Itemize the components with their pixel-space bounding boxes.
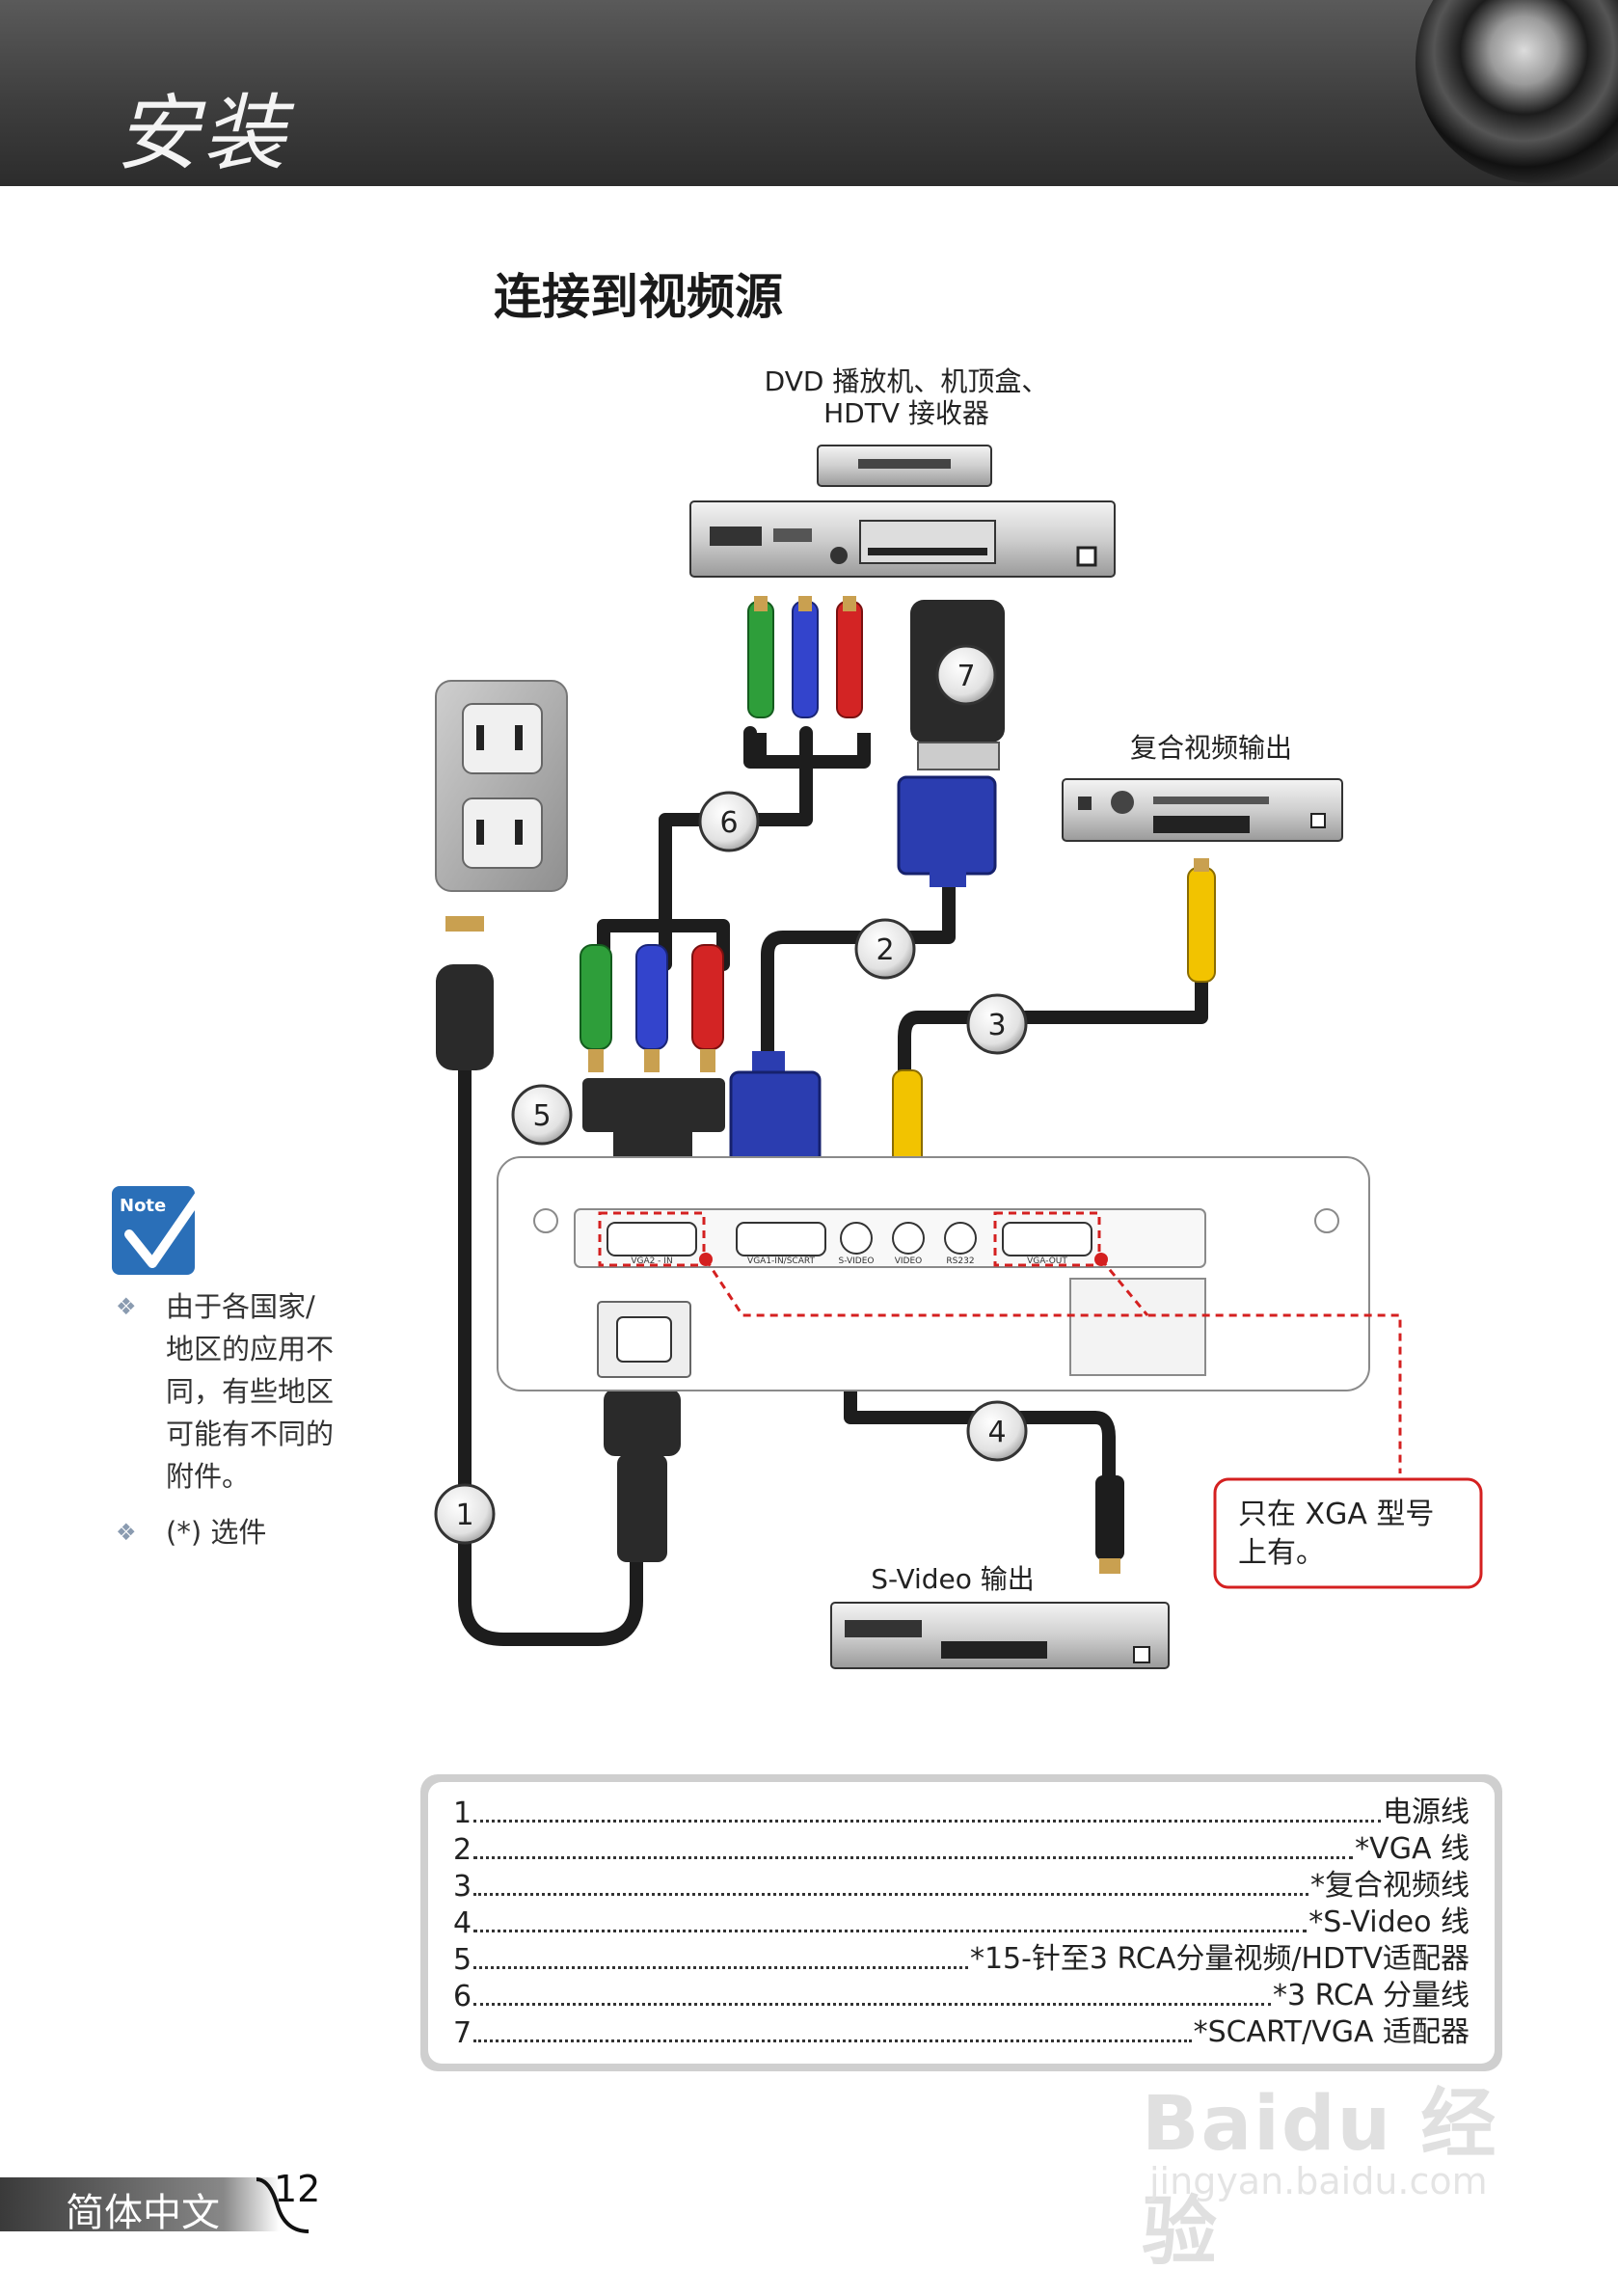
marker-5: 5 <box>511 1084 573 1146</box>
marker-6: 6 <box>698 791 760 852</box>
baidu-watermark: Baidu 经验 jingyan.baidu.com <box>1142 2081 1498 2276</box>
marker-4: 4 <box>966 1400 1028 1462</box>
dvd-label-line1: DVD 播放机、机顶盒、 <box>765 365 1049 397</box>
svg-text:VGA2 - IN: VGA2 - IN <box>631 1256 672 1266</box>
diamond-bullet-icon: ❖ <box>116 1519 137 1546</box>
xga-callout-line2: 上有。 <box>1238 1536 1325 1570</box>
svg-text:VIDEO: VIDEO <box>895 1256 923 1266</box>
xga-callout-box <box>1213 1477 1483 1589</box>
page-header: 安装 <box>0 0 1618 186</box>
footer-slash-decor <box>256 2177 310 2233</box>
marker-7: 7 <box>935 644 997 706</box>
legend-row: 3*复合视频线 <box>453 1869 1470 1904</box>
svg-text:Note: Note <box>120 1196 166 1216</box>
wall-outlet <box>435 680 568 892</box>
rca-plugs-top <box>747 596 863 718</box>
cables <box>458 726 1208 1646</box>
rca-plugs-lower <box>580 944 724 1072</box>
projector-port-row: VGA2 - IN VGA1-IN/SCART S-VIDEO VIDEO RS… <box>607 1222 1092 1266</box>
composite-rca-plug <box>892 858 1216 1185</box>
svg-text:7: 7 <box>957 660 975 693</box>
svg-text:3: 3 <box>987 1009 1006 1042</box>
note-item: ❖ 由于各国家/ 地区的应用不 同，有些地区 可能有不同的 附件。 <box>108 1285 368 1498</box>
svg-text:1: 1 <box>455 1499 473 1532</box>
composite-label: 复合视频输出 <box>1130 732 1292 764</box>
composite-cable <box>898 975 1208 1082</box>
svideo-label: S-Video 输出 <box>871 1563 1035 1595</box>
section-title: 连接到视频源 <box>494 268 783 325</box>
header-title: 安装 <box>116 86 289 182</box>
svideo-cable <box>844 1347 1116 1482</box>
page-number: 12 <box>274 2168 321 2210</box>
legend-row: 2*VGA 线 <box>453 1832 1470 1867</box>
projector-rear <box>497 1156 1370 1391</box>
vga-plug-top <box>897 775 997 887</box>
legend-row: 7*SCART/VGA 适配器 <box>453 2015 1470 2050</box>
dvd-player-device <box>689 445 1116 578</box>
power-plugs <box>436 916 681 1562</box>
svg-text:VGA1-IN/SCART: VGA1-IN/SCART <box>747 1256 815 1266</box>
marker-2: 2 <box>854 918 916 980</box>
power-cable <box>458 1064 643 1646</box>
note-block: Note <box>108 1177 378 1283</box>
xga-highlight <box>598 1211 1402 1473</box>
svideo-output-device <box>830 1602 1170 1669</box>
diamond-bullet-icon: ❖ <box>116 1293 137 1320</box>
legend-row: 5*15-针至3 RCA分量视频/HDTV适配器 <box>453 1942 1470 1977</box>
dvd-label-line2: HDTV 接收器 <box>823 397 989 429</box>
legend-row: 6*3 RCA 分量线 <box>453 1979 1470 2013</box>
marker-3: 3 <box>966 993 1028 1055</box>
vga-cable <box>761 878 956 1058</box>
legend-row: 4*S-Video 线 <box>453 1905 1470 1940</box>
svg-text:4: 4 <box>987 1416 1006 1449</box>
svg-text:VGA-OUT: VGA-OUT <box>1027 1256 1067 1266</box>
svg-text:RS232: RS232 <box>946 1256 974 1266</box>
composite-output-device <box>1062 778 1343 842</box>
svg-text:6: 6 <box>719 806 738 840</box>
note-item: ❖ (*) 选件 <box>108 1511 368 1553</box>
vga-plug-projector <box>729 1051 822 1176</box>
footer-language-tab: 简体中文 <box>0 2177 280 2235</box>
note-check-icon: Note <box>112 1177 213 1275</box>
svg-text:2: 2 <box>876 933 894 967</box>
svg-text:5: 5 <box>532 1099 551 1133</box>
marker-1: 1 <box>434 1483 496 1545</box>
svg-text:S-VIDEO: S-VIDEO <box>839 1256 875 1266</box>
xga-callout-line1: 只在 XGA 型号 <box>1238 1498 1434 1531</box>
note-list: ❖ 由于各国家/ 地区的应用不 同，有些地区 可能有不同的 附件。 ❖ (*) … <box>108 1285 368 1567</box>
